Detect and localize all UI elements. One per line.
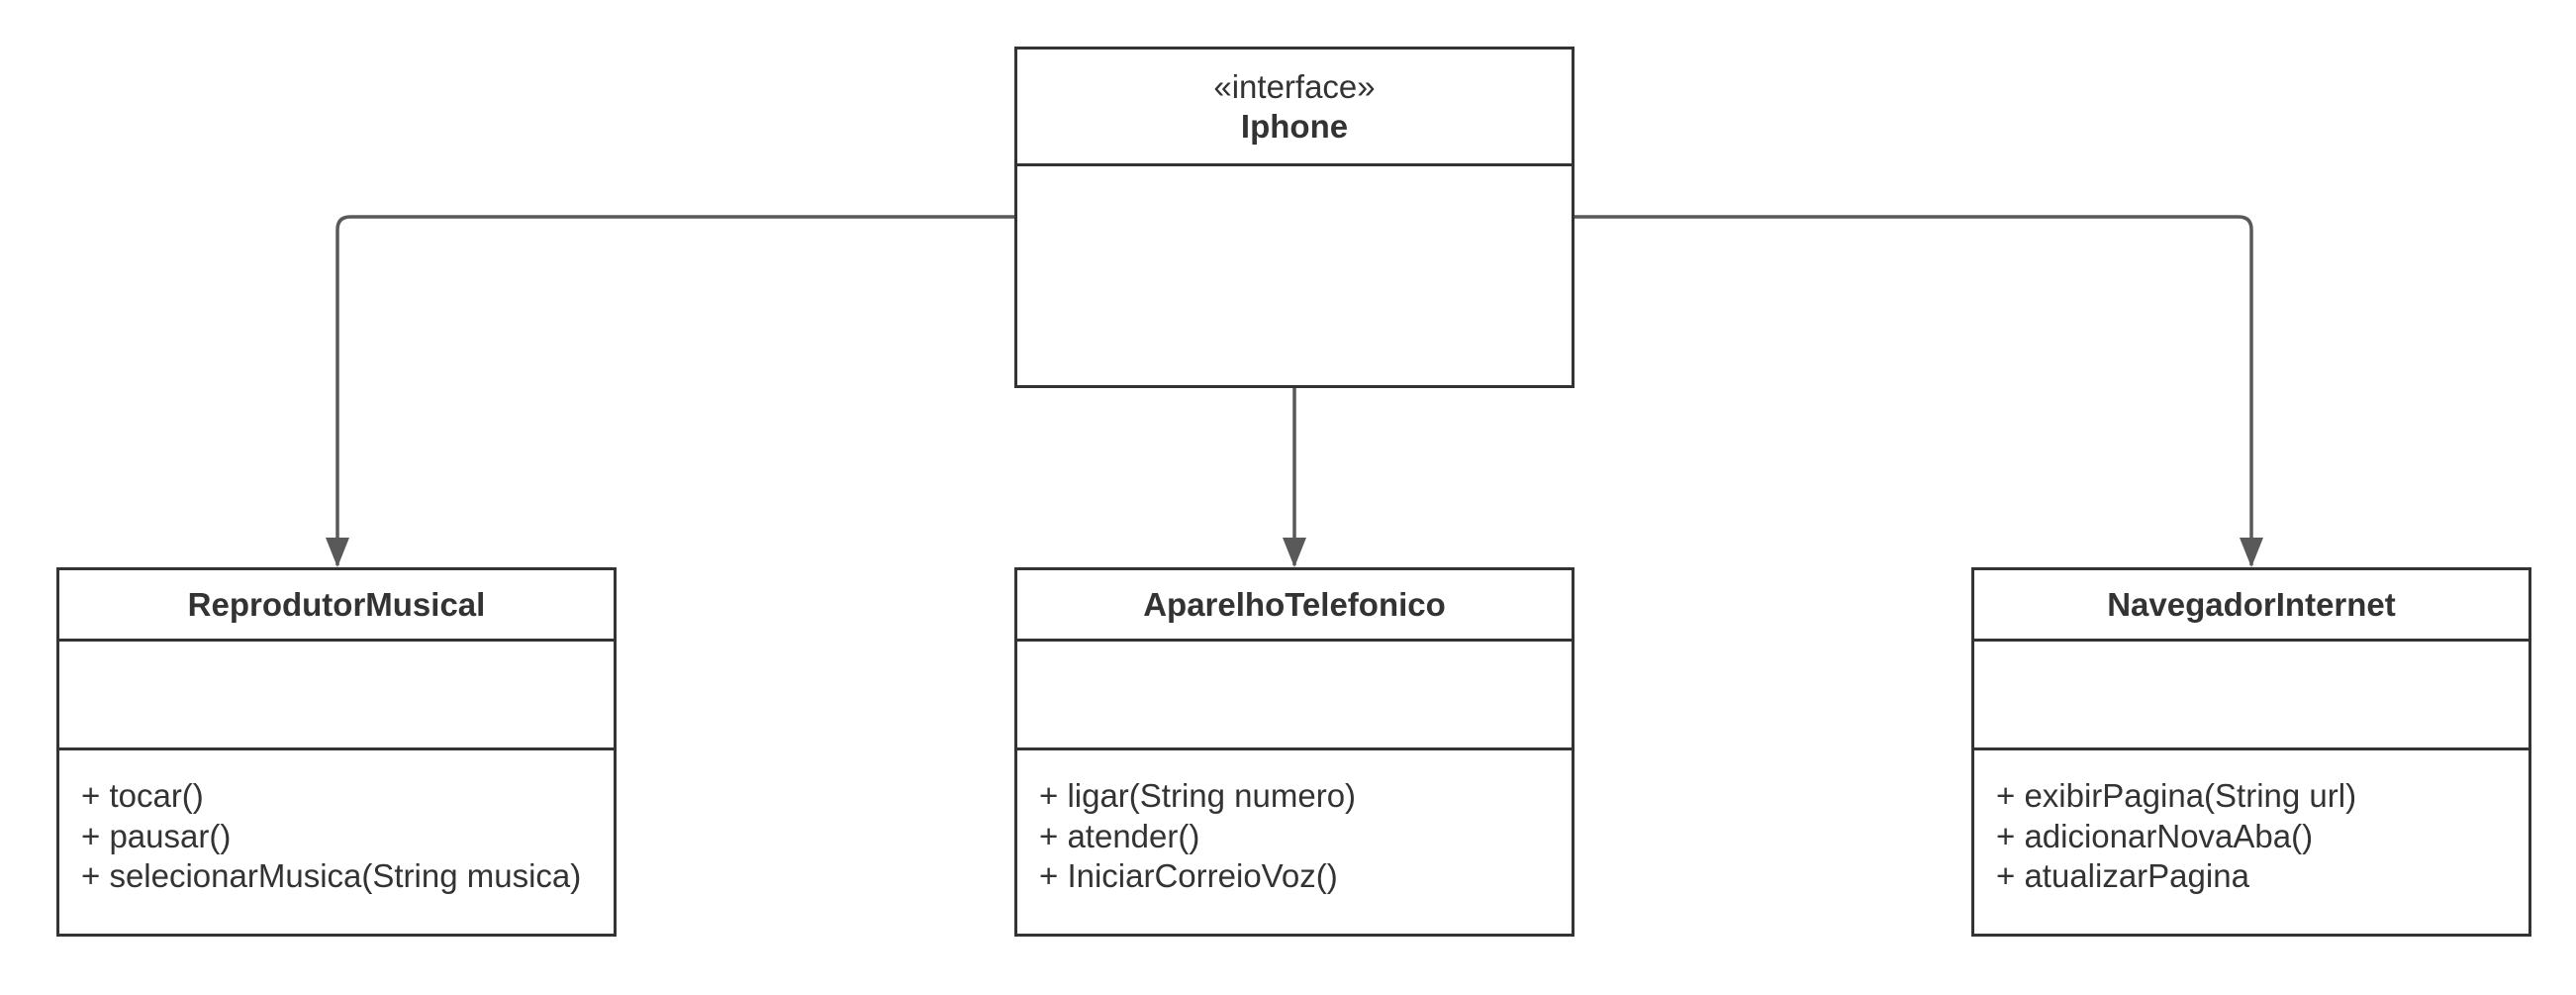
method-item: + exibirPagina(String url) [1996, 777, 2357, 814]
class-attributes [59, 642, 614, 750]
method-item: + ligar(String numero) [1039, 777, 1357, 814]
connector-iphone-to-reprodutormusical [326, 215, 1014, 567]
interface-body [1017, 166, 1572, 385]
method-item: + atualizarPagina [1996, 857, 2249, 894]
interface-box-iphone[interactable]: «interface» Iphone [1014, 47, 1574, 388]
class-methods: + tocar() + pausar() + selecionarMusica(… [59, 750, 614, 934]
class-attributes [1974, 642, 2528, 750]
method-item: + pausar() [81, 817, 232, 854]
class-box-aparelhotelefonico[interactable]: AparelhoTelefonico + ligar(String numero… [1014, 567, 1574, 937]
class-box-reprodutormusical[interactable]: ReprodutorMusical + tocar() + pausar() +… [56, 567, 617, 937]
method-item: + IniciarCorreioVoz() [1039, 857, 1338, 894]
class-header: NavegadorInternet [1974, 570, 2528, 642]
class-attributes [1017, 642, 1572, 750]
class-header: ReprodutorMusical [59, 570, 614, 642]
class-name: NavegadorInternet [2107, 585, 2396, 623]
connector-iphone-to-navegadorinternet [1574, 215, 2263, 567]
class-methods: + exibirPagina(String url) + adicionarNo… [1974, 750, 2528, 934]
method-item: + adicionarNovaAba() [1996, 817, 2314, 854]
method-item: + tocar() [81, 777, 204, 814]
class-name: AparelhoTelefonico [1143, 585, 1446, 623]
class-header: AparelhoTelefonico [1017, 570, 1572, 642]
class-methods: + ligar(String numero) + atender() + Ini… [1017, 750, 1572, 934]
method-item: + atender() [1039, 817, 1200, 854]
class-name: ReprodutorMusical [187, 585, 486, 623]
method-item: + selecionarMusica(String musica) [81, 857, 582, 894]
interface-stereotype: «interface» [1213, 67, 1376, 105]
class-box-navegadorinternet[interactable]: NavegadorInternet + exibirPagina(String … [1971, 567, 2531, 937]
interface-header: «interface» Iphone [1017, 50, 1572, 166]
interface-name: Iphone [1240, 107, 1349, 145]
